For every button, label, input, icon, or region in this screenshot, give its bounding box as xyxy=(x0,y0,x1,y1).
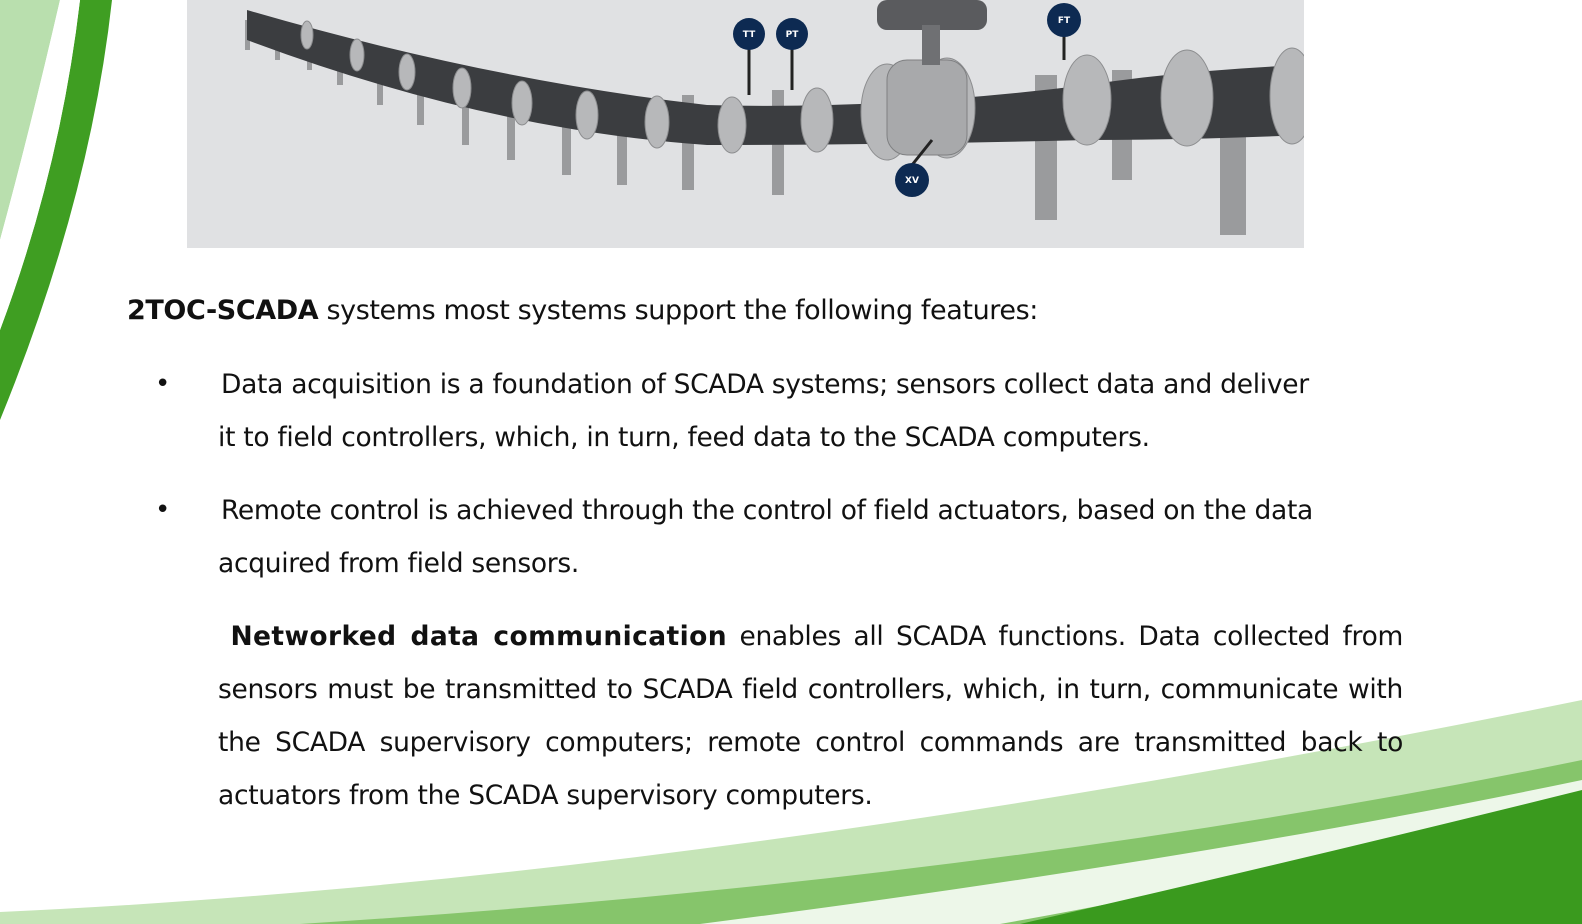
instrument-tag-tt: TT xyxy=(733,18,765,50)
svg-text:TT: TT xyxy=(743,30,756,40)
svg-text:FT: FT xyxy=(1058,16,1071,26)
instrument-tag-xv: XV xyxy=(895,163,929,197)
instrument-tag-ft: FT xyxy=(1047,3,1081,37)
bullet-line: Remote control is achieved through the c… xyxy=(221,495,1313,526)
bullet-line: it to field controllers, which, in turn,… xyxy=(218,422,1150,453)
bullet-line: acquired from field sensors. xyxy=(218,548,579,579)
bullet-remote-control: Remote control is achieved through the c… xyxy=(218,484,1403,590)
instrument-tag-pt: PT xyxy=(776,18,808,50)
left-swoosh-dark xyxy=(0,0,112,420)
intro-bold-term: 2TOC-SCADA xyxy=(127,295,319,326)
pipeline-illustration: TT PT FT XV xyxy=(187,0,1304,248)
bullet-marker: • xyxy=(155,495,171,525)
intro-rest: systems most systems support the followi… xyxy=(318,295,1038,326)
svg-text:XV: XV xyxy=(905,176,919,186)
bottom-swoosh-white xyxy=(700,780,1582,924)
pipe-body xyxy=(247,10,1304,145)
networked-communication-paragraph: Networked data communication enables all… xyxy=(218,610,1403,822)
intro-sentence: 2TOC-SCADA systems most systems support … xyxy=(127,290,1327,332)
left-swoosh-light xyxy=(0,0,60,240)
networked-rest: enables all SCADA functions. Data collec… xyxy=(218,621,1403,811)
bottom-swoosh-dark xyxy=(1020,790,1582,924)
bullet-line: Data acquisition is a foundation of SCAD… xyxy=(221,369,1309,400)
networked-bold-term: Networked data communication xyxy=(230,621,727,652)
svg-text:PT: PT xyxy=(786,30,800,40)
bullet-marker: • xyxy=(155,369,171,399)
bullet-data-acquisition: Data acquisition is a foundation of SCAD… xyxy=(218,358,1403,464)
